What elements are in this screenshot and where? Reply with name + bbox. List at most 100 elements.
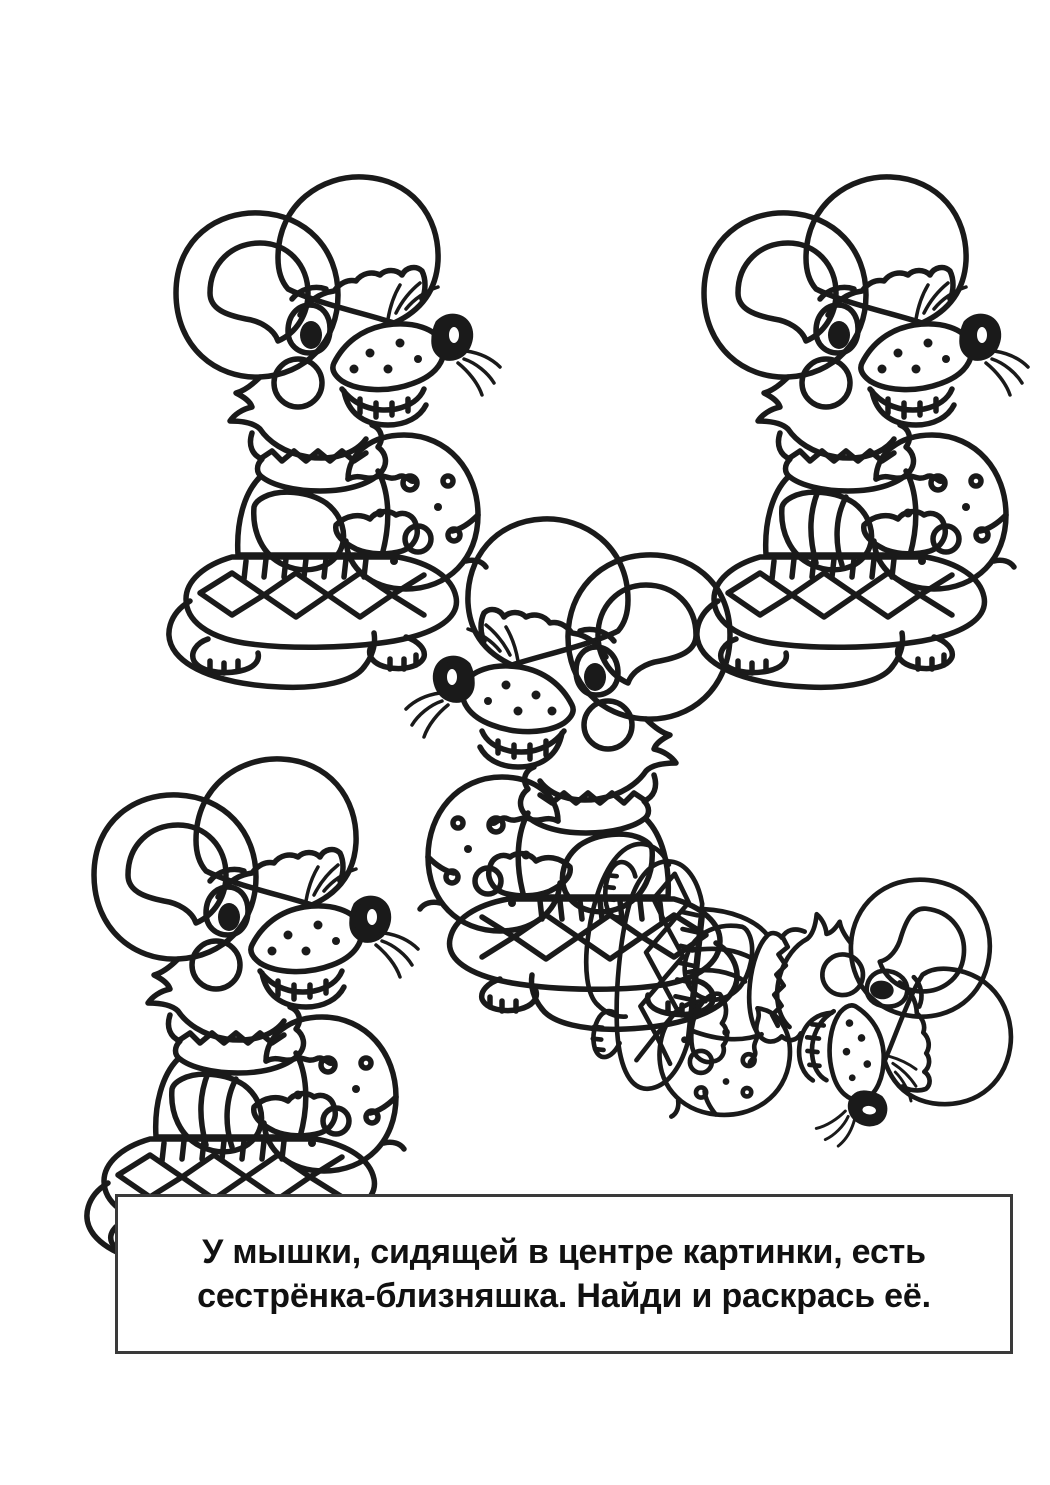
near-ear-icon — [173, 210, 341, 380]
mouth — [339, 386, 427, 413]
cheese-holes — [903, 473, 991, 565]
mouth — [867, 386, 955, 413]
cheek — [581, 698, 635, 752]
snout — [459, 663, 576, 735]
snout — [827, 1003, 886, 1103]
lower-jaw — [796, 1010, 835, 1083]
eyebrow — [577, 626, 617, 644]
foot-right-toes — [387, 652, 419, 672]
skirt-diamond-pattern — [725, 570, 955, 620]
eye-pupil — [300, 321, 322, 349]
teeth — [275, 978, 329, 1002]
mouth — [479, 728, 567, 755]
skirt-diamond-pattern — [479, 912, 709, 962]
foot-right-toes — [487, 994, 519, 1014]
head — [774, 911, 854, 1030]
eye — [864, 968, 910, 1009]
mouse-top-right[interactable] — [676, 163, 1036, 691]
tail-tip — [528, 972, 545, 1012]
nose-highlight — [449, 327, 459, 343]
collar-zigzag — [257, 448, 369, 464]
skirt-frills — [671, 909, 700, 1019]
teeth — [495, 738, 549, 762]
snout-freckles — [267, 920, 340, 956]
far-ear-icon — [803, 174, 969, 326]
tail — [166, 598, 367, 691]
arm — [779, 489, 875, 573]
skirt — [711, 554, 988, 651]
near-ear-inner — [877, 906, 967, 994]
whiskers — [304, 863, 420, 979]
instruction-box: У мышки, сидящей в центре картинки, есть… — [115, 1194, 1013, 1354]
skirt-diamond-pattern — [634, 871, 692, 1067]
head-fringe — [825, 264, 956, 318]
cheek — [189, 938, 243, 992]
mouse-bottom-right[interactable] — [583, 800, 1040, 1200]
tail — [583, 841, 672, 1008]
tail — [539, 940, 740, 1033]
collar-zigzag — [769, 933, 791, 1029]
mouse-top-left[interactable] — [148, 163, 508, 691]
mouse-bottom-left[interactable] — [66, 745, 426, 1273]
whiskers — [914, 281, 1030, 397]
eye-pupil — [870, 980, 894, 1000]
skirt-diamond-pattern — [115, 1152, 345, 1202]
near-ear-icon — [848, 877, 993, 1019]
near-ear-icon — [565, 552, 733, 722]
teeth — [357, 396, 411, 420]
eye-pupil — [828, 321, 850, 349]
foot-left-toes — [735, 658, 769, 676]
snout — [330, 321, 447, 393]
foot-right — [591, 1008, 622, 1060]
collar-zigzag — [175, 1030, 287, 1046]
foot-right — [478, 976, 540, 1014]
eyebrow — [289, 284, 329, 302]
arm — [682, 923, 755, 1003]
teeth — [885, 396, 939, 420]
arm — [251, 489, 347, 573]
eye — [203, 884, 251, 938]
tail-tip — [361, 630, 378, 670]
lower-jaw — [869, 388, 957, 428]
cheese-holes — [375, 473, 463, 565]
cheese-holes — [443, 815, 531, 907]
skirt-diamond-pattern — [197, 570, 427, 620]
mouth — [257, 968, 345, 995]
near-ear-icon — [701, 210, 869, 380]
tail-tip — [889, 630, 906, 670]
cheese-holes — [681, 1028, 757, 1100]
nose-highlight — [977, 327, 987, 343]
head-fringe — [478, 606, 609, 660]
tail-tip — [595, 1002, 629, 1019]
head-fringe — [297, 264, 428, 318]
foot-right — [366, 634, 428, 672]
nose-highlight — [862, 1105, 876, 1115]
far-ear-icon — [882, 966, 1014, 1107]
lower-jaw — [477, 730, 565, 770]
snout-freckles — [484, 680, 557, 716]
eye-pupil — [584, 663, 606, 691]
foot-right — [894, 634, 956, 672]
skirt-frills — [769, 556, 897, 582]
skirt-frills — [241, 556, 369, 582]
near-ear-icon — [91, 792, 259, 962]
far-ear-icon — [465, 516, 631, 668]
foot-right-toes — [915, 652, 947, 672]
nose-highlight — [447, 669, 457, 685]
teeth — [804, 1021, 827, 1069]
eyebrow — [207, 866, 247, 884]
skirt-frills — [159, 1138, 287, 1164]
lower-jaw — [341, 388, 429, 428]
head-fringe — [897, 980, 932, 1093]
eye — [573, 644, 621, 698]
instruction-line-2: сестрёнка-близняшка. Найди и раскрась её… — [197, 1277, 931, 1315]
skirt — [183, 554, 460, 651]
cheek — [799, 356, 853, 410]
snout-freckles — [349, 338, 422, 374]
far-ear-icon — [275, 174, 441, 326]
snout — [858, 321, 975, 393]
eyebrow — [817, 284, 857, 302]
mouse-center[interactable] — [398, 505, 758, 1033]
eyebrow — [911, 974, 924, 1009]
